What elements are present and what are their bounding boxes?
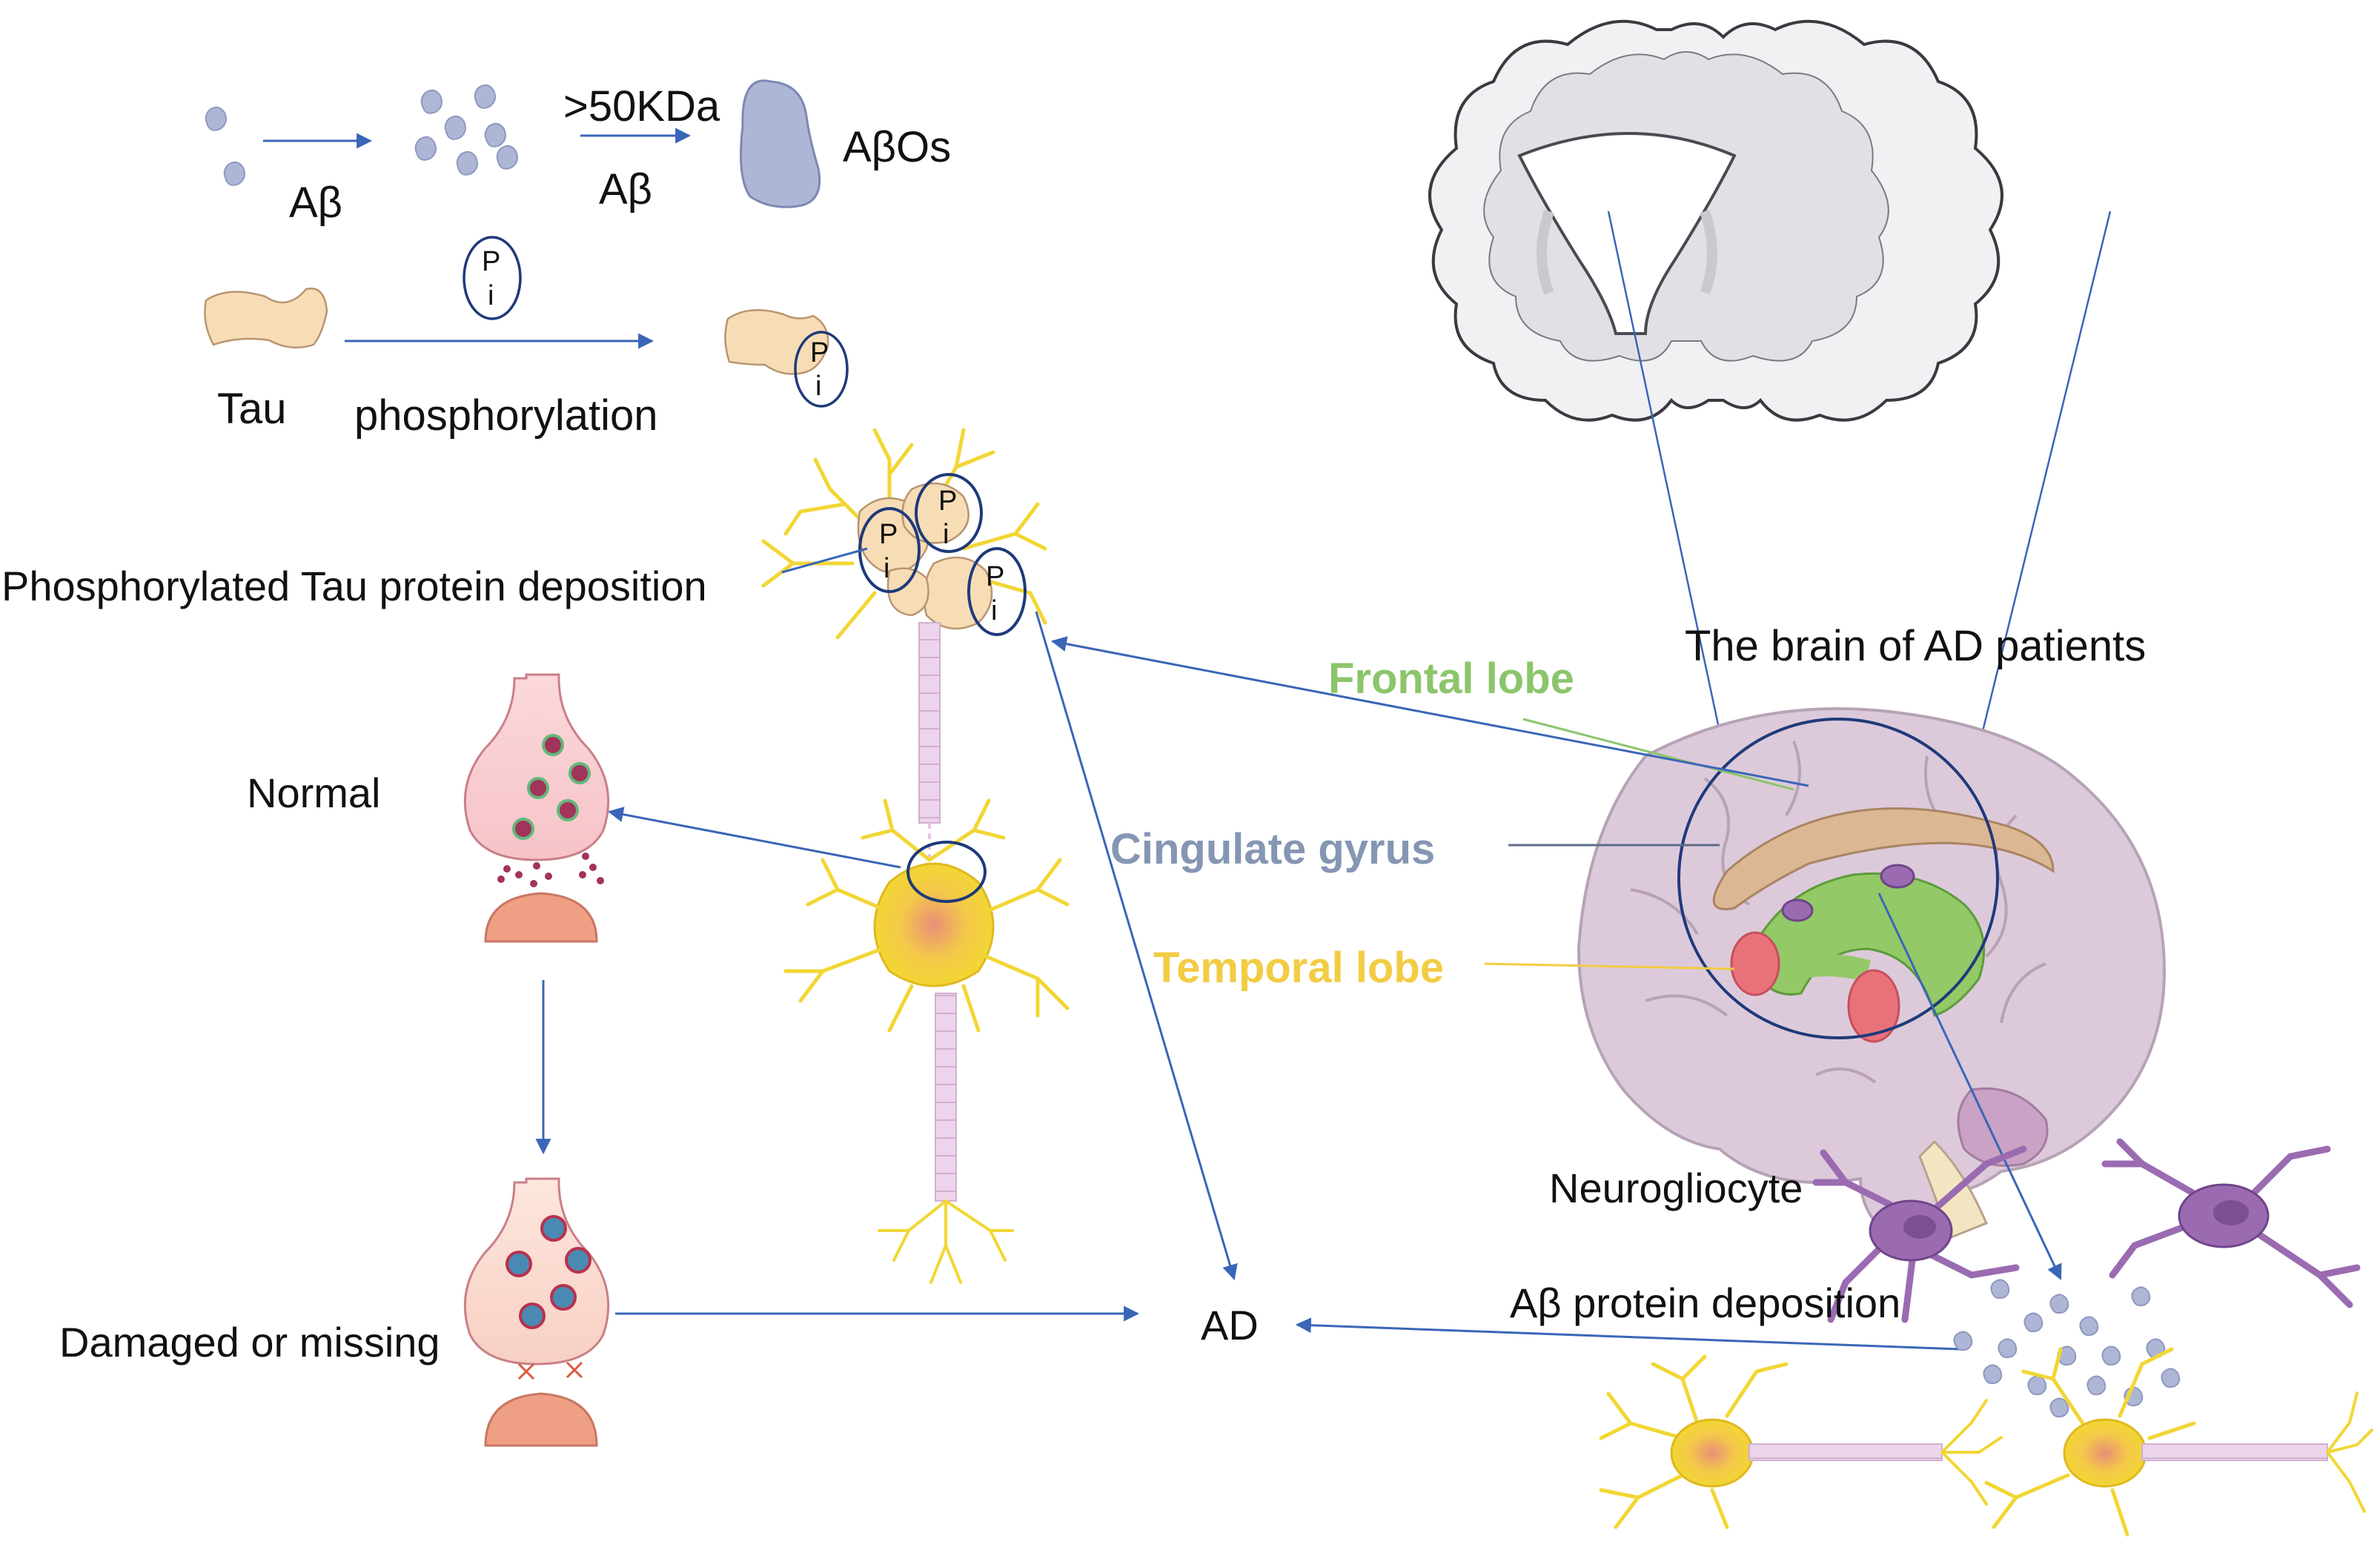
tau-protein	[204, 287, 328, 349]
label-neurogliocyte: Neurogliocyte	[1549, 1165, 1803, 1211]
phosphate-label-i: i	[815, 371, 822, 402]
label-damaged-or-missing: Damaged or missing	[59, 1319, 440, 1366]
neuron-axon-lower	[935, 993, 957, 1202]
synapse-damaged	[463, 1177, 610, 1447]
tau-phosphate-3	[967, 547, 1027, 636]
postsynaptic-damaged	[484, 1392, 598, 1447]
label-normal: Normal	[247, 769, 381, 816]
abeta-deposits	[1953, 1279, 2181, 1418]
neuron-soma	[873, 862, 995, 987]
phosphate-label-p: P	[879, 519, 898, 550]
phosphate-label-p: P	[938, 486, 958, 517]
brain-coronal-section	[1428, 19, 2112, 801]
leader-frontal	[1522, 718, 1794, 791]
label-abetaos: AβOs	[843, 123, 952, 171]
label-abeta-protein-deposition: Aβ protein deposition	[1510, 1280, 1901, 1326]
arrow-brain-to-deposition	[1877, 893, 2062, 1280]
label-frontal-lobe: Frontal lobe	[1328, 655, 1574, 703]
cingulate-gyrus-band	[1712, 807, 2055, 910]
leader-ptau	[781, 547, 868, 574]
amygdala-2	[1847, 969, 1900, 1043]
label-kda: >50KDa	[563, 82, 720, 130]
arrow-synapse-to-normal	[607, 807, 901, 869]
neurogliocyte-1	[1812, 1145, 2027, 1323]
label-phosphorylation: phosphorylation	[354, 391, 658, 440]
label-ad: AD	[1201, 1302, 1259, 1348]
label-tau: Tau	[217, 385, 287, 433]
phosphate-label-i: i	[488, 280, 494, 311]
phosphorylated-tau-protein	[724, 309, 829, 375]
phosphate-label-i: i	[943, 519, 949, 550]
brain-highlight-circle	[1677, 718, 1999, 1039]
bottom-neuron-2	[1984, 1347, 2373, 1537]
phosphate-label-p: P	[482, 246, 501, 277]
abeta-monomers	[205, 106, 245, 186]
zoom-line-left	[1607, 211, 1725, 749]
neurogliocyte-2	[2101, 1138, 2361, 1308]
phosphate-label-i: i	[991, 595, 998, 626]
tau-neuron	[761, 428, 1070, 1284]
postsynaptic-normal	[484, 892, 598, 943]
synapse-normal	[463, 673, 610, 943]
amygdala-1	[1730, 931, 1780, 996]
synapse-highlight-circle	[906, 841, 987, 903]
bottom-neuron-1	[1599, 1354, 2003, 1529]
label-temporal-lobe: Temporal lobe	[1153, 944, 1445, 992]
tau-row	[204, 236, 849, 408]
phosphate-label-p: P	[810, 337, 829, 368]
tau-phosphate-2	[915, 473, 983, 553]
abeta-oligomers	[414, 84, 518, 176]
tau-neuron-axon	[918, 622, 941, 824]
arrow-brain-to-tau	[1050, 636, 1809, 787]
label-phosphorylated-tau-deposition: Phosphorylated Tau protein deposition	[1, 563, 707, 609]
phosphate-group-free	[463, 236, 522, 320]
phosphate-label-i: i	[884, 553, 890, 584]
phosphate-group-attached	[794, 331, 849, 408]
arrow-deposition-to-ad	[1295, 1317, 1961, 1351]
zoom-line-right	[1964, 211, 2112, 801]
brain-sagittal	[1577, 707, 2167, 1239]
arrow-tau-to-ad	[1035, 611, 1238, 1281]
abeta-aggregation	[205, 79, 821, 208]
label-brain-of-ad-patients: The brain of AD patients	[1685, 622, 2147, 670]
label-cingulate-gyrus: Cingulate gyrus	[1110, 825, 1436, 873]
lateral-ventricles	[1517, 132, 1737, 335]
label-abeta-2: Aβ	[599, 165, 653, 214]
label-abeta-1: Aβ	[289, 179, 343, 227]
phosphate-label-p: P	[986, 561, 1005, 592]
leader-temporal	[1484, 962, 1735, 970]
abetao-blob	[740, 79, 821, 208]
